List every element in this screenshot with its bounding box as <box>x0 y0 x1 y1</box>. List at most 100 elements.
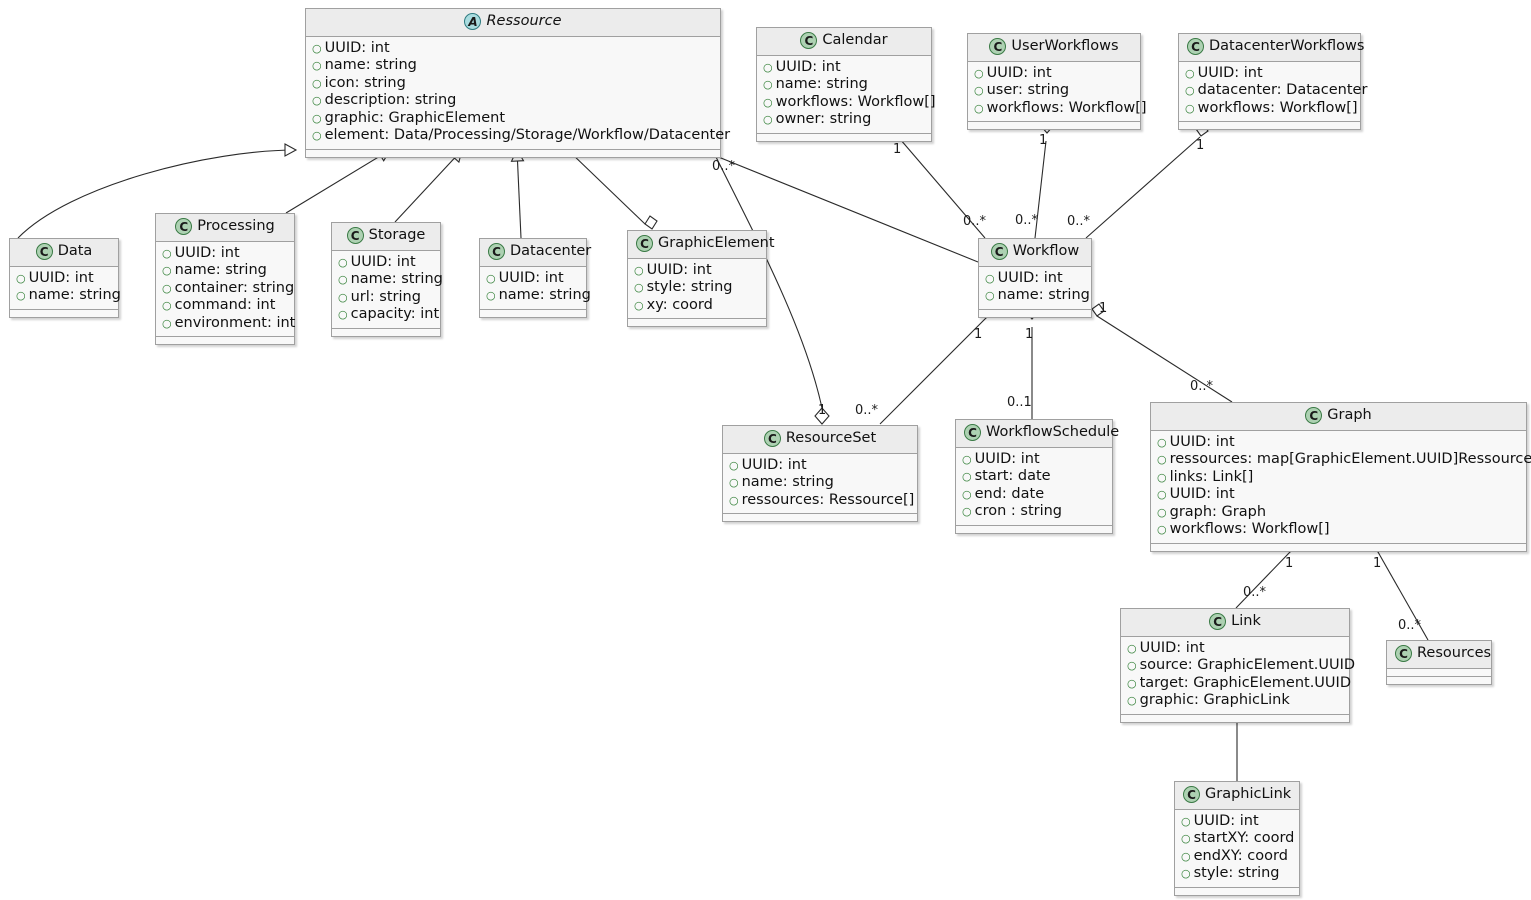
attribute-label: container: string <box>174 279 295 296</box>
class-attribute: ○name: string <box>985 287 1090 305</box>
class-attributes-data: ○UUID: int○name: string <box>10 267 121 310</box>
attribute-label: name: string <box>741 474 834 490</box>
class-icon: C <box>175 218 193 235</box>
class-methods-ressource <box>306 150 720 157</box>
class-attribute: ○name: string <box>16 287 121 305</box>
visibility-public-icon: ○ <box>962 487 972 501</box>
multiplicity-label: 1 <box>1196 138 1205 153</box>
class-attribute: ○owner: string <box>763 111 923 129</box>
visibility-public-icon: ○ <box>312 94 322 107</box>
multiplicity-label: 0..* <box>1190 379 1214 394</box>
class-attribute: ○ressources: Ressource[] <box>729 492 914 510</box>
attribute-label: name: string <box>324 57 417 73</box>
visibility-public-icon: ○ <box>1127 641 1137 655</box>
attribute-label: xy: coord <box>646 296 713 313</box>
attribute-label: ressources: Ressource[] <box>741 491 915 508</box>
attribute-label: UUID: int <box>1169 486 1235 502</box>
class-attribute: ○url: string <box>338 289 432 307</box>
class-attribute: ○workflows: Workflow[] <box>1185 100 1358 118</box>
class-attributes-workflowschedule: ○UUID: int○start: date○end: date○cron : … <box>956 448 1112 526</box>
class-attributes-graphiclink: ○UUID: int○startXY: coord○endXY: coord○s… <box>1175 810 1299 888</box>
class-attributes-ressource: ○UUID: int○name: string○icon: string○des… <box>306 37 730 150</box>
class-icon: C <box>989 38 1007 55</box>
class-attribute: ○graphic: GraphicElement <box>312 110 712 128</box>
visibility-public-icon: ○ <box>729 476 739 489</box>
edge-storage-ressource <box>394 149 463 223</box>
visibility-public-icon: ○ <box>763 60 773 74</box>
class-attribute: ○name: string <box>729 474 909 492</box>
class-attribute: ○UUID: int <box>1127 640 1341 658</box>
visibility-public-icon: ○ <box>1157 505 1167 519</box>
class-methods-datacenter <box>480 310 586 317</box>
visibility-public-icon: ○ <box>312 76 322 90</box>
visibility-public-icon: ○ <box>763 78 773 91</box>
class-attribute: ○capacity: int <box>338 306 439 324</box>
visibility-public-icon: ○ <box>634 281 644 294</box>
visibility-public-icon: ○ <box>974 101 984 115</box>
attribute-label: startXY: coord <box>1193 830 1295 846</box>
class-attribute: ○UUID: int <box>962 451 1104 469</box>
multiplicity-label: 1 <box>1373 556 1382 571</box>
attribute-label: url: string <box>350 288 421 305</box>
attribute-label: UUID: int <box>1169 433 1235 450</box>
class-name-graphicelement: GraphicElement <box>658 235 775 251</box>
class-name-ressource: Ressource <box>486 13 562 29</box>
class-attribute: ○user: string <box>974 82 1132 100</box>
class-attribute: ○graph: Graph <box>1157 504 1518 522</box>
attribute-label: owner: string <box>775 111 872 127</box>
visibility-public-icon: ○ <box>1185 66 1195 80</box>
attribute-label: name: string <box>498 287 591 303</box>
visibility-public-icon: ○ <box>1127 694 1137 707</box>
attribute-label: environment: int <box>174 314 296 331</box>
class-attribute: ○UUID: int <box>16 270 110 288</box>
class-attribute: ○graphic: GraphicLink <box>1127 692 1341 710</box>
class-attributes-datacenter: ○UUID: int○name: string <box>480 267 591 310</box>
class-name-workflow: Workflow <box>1012 243 1080 259</box>
multiplicity-label: 1 <box>974 327 983 342</box>
multiplicity-label: 1 <box>818 403 827 418</box>
visibility-public-icon: ○ <box>162 316 172 330</box>
class-icon: C <box>1187 38 1204 55</box>
class-attribute: ○UUID: int <box>729 457 909 475</box>
attribute-label: UUID: int <box>646 261 712 278</box>
attribute-label: datacenter: Datacenter <box>1197 82 1368 98</box>
class-attributes-datacenterworkflows: ○UUID: int○datacenter: Datacenter○workfl… <box>1179 62 1367 122</box>
visibility-public-icon: ○ <box>962 470 972 483</box>
class-name-link: Link <box>1231 613 1261 629</box>
class-methods-workflow <box>979 310 1091 317</box>
visibility-public-icon: ○ <box>1157 435 1167 449</box>
class-attributes-graphicelement: ○UUID: int○style: string○xy: coord <box>628 259 766 319</box>
attribute-label: graphic: GraphicLink <box>1139 692 1290 708</box>
attribute-label: UUID: int <box>28 269 94 286</box>
class-icon: C <box>964 424 981 441</box>
class-name-resources: Resources <box>1417 645 1492 661</box>
class-attribute: ○UUID: int <box>763 59 923 77</box>
class-attribute: ○ressources: map[GraphicElement.UUID]Res… <box>1157 451 1531 469</box>
class-name-storage: Storage <box>368 227 426 243</box>
class-attribute: ○UUID: int <box>312 40 712 58</box>
class-attribute: ○UUID: int <box>1157 486 1518 504</box>
class-name-datacenter: Datacenter <box>510 243 592 259</box>
class-icon: C <box>1183 786 1200 803</box>
class-attribute: ○xy: coord <box>634 297 758 315</box>
